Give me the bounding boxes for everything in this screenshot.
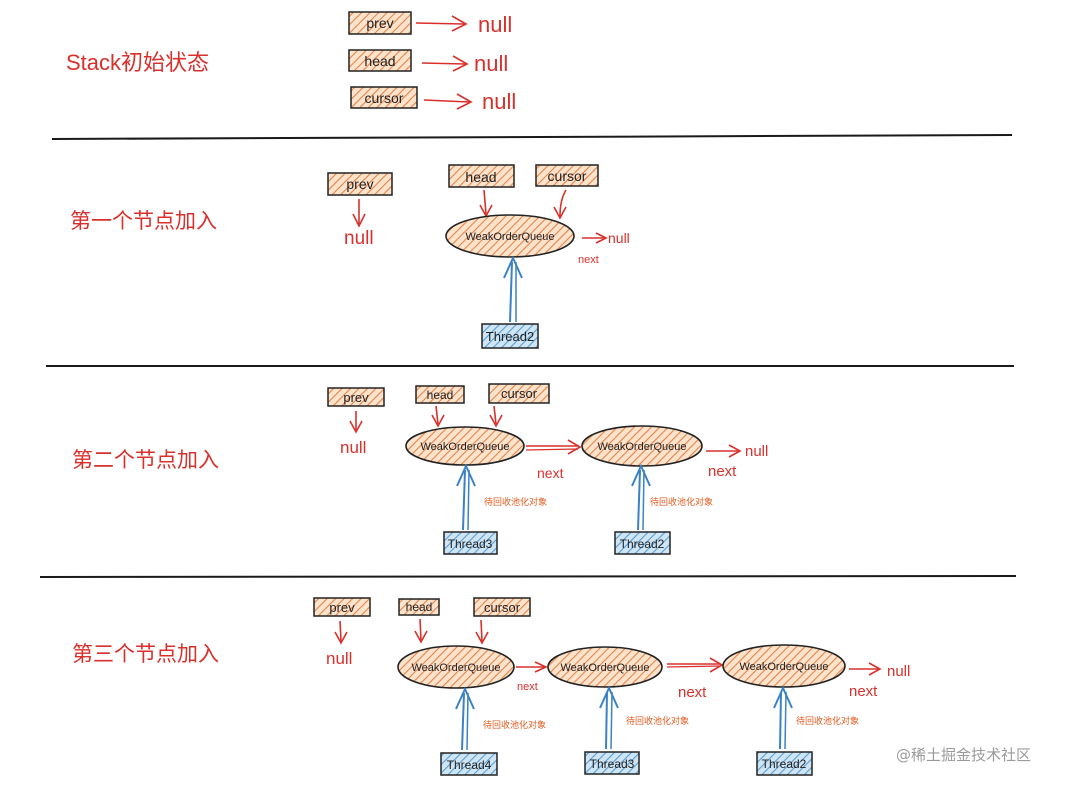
thread-box: Thread3 (584, 751, 640, 775)
pointer-cursor: cursor (488, 383, 550, 404)
pending-recycle-note: 待回收池化对象 (626, 715, 689, 727)
pending-recycle-note: 待回收池化对象 (484, 496, 547, 508)
queue-label: WeakOrderQueue (739, 661, 828, 673)
queue-label: WeakOrderQueue (411, 662, 500, 674)
null-label: null (887, 663, 910, 680)
pending-recycle-note: 待回收池化对象 (796, 715, 859, 727)
thread-box: Thread2 (756, 751, 813, 776)
null-label: null (474, 51, 508, 76)
pointer-prev: prev (313, 597, 371, 617)
thread-label: Thread2 (762, 757, 807, 771)
null-label: null (344, 228, 374, 249)
pointer-label: cursor (484, 600, 521, 615)
section-title-first-node: 第一个节点加入 (70, 210, 217, 233)
section-title-third-node: 第三个节点加入 (72, 643, 219, 666)
pointer-label: prev (346, 176, 373, 192)
queue-label: WeakOrderQueue (420, 441, 509, 453)
thread-box: Thread2 (614, 531, 671, 555)
thread-label: Thread4 (447, 758, 492, 772)
next-label: next (517, 681, 538, 693)
thread-label: Thread3 (590, 757, 635, 771)
next-label: next (678, 684, 707, 701)
pointer-cursor: cursor (473, 597, 531, 617)
pointer-label: prev (343, 390, 369, 405)
queue-label: WeakOrderQueue (597, 441, 686, 453)
null-label: null (478, 12, 512, 37)
null-label: null (608, 230, 630, 246)
pointer-prev: prev (327, 172, 393, 196)
next-label: next (708, 463, 737, 480)
pointer-cursor: cursor (535, 164, 599, 187)
section-divider (51, 134, 1013, 140)
weak-order-queue-node: WeakOrderQueue (547, 646, 663, 688)
pointer-label: head (406, 600, 433, 614)
pointer-head: head (398, 598, 440, 616)
pointer-head: head (415, 385, 465, 404)
next-label: next (849, 683, 878, 700)
weak-order-queue-node: WeakOrderQueue (581, 425, 703, 467)
null-label: null (745, 443, 768, 460)
pointer-head: head (448, 164, 515, 188)
pointer-label: head (427, 388, 454, 402)
thread-label: Thread3 (448, 537, 493, 551)
null-label: null (326, 649, 352, 668)
pointer-label: prev (366, 15, 393, 31)
next-label: next (537, 465, 564, 481)
weak-order-queue-node: WeakOrderQueue (445, 214, 575, 258)
weak-order-queue-node: WeakOrderQueue (397, 645, 515, 689)
pointer-cursor: cursor (350, 86, 418, 109)
pointer-head: head (348, 49, 412, 72)
thread-box: Thread3 (443, 531, 498, 555)
pointer-label: head (465, 169, 496, 185)
pending-recycle-note: 待回收池化对象 (650, 496, 713, 508)
null-label: null (340, 438, 366, 457)
thread-box: Thread2 (481, 323, 539, 349)
pointer-prev: prev (348, 11, 412, 35)
null-label: null (482, 89, 516, 114)
section-divider (39, 575, 1017, 578)
pointer-label: prev (329, 600, 355, 615)
section-title-initial: Stack初始状态 (66, 50, 209, 75)
pointer-label: cursor (501, 386, 538, 401)
section-title-second-node: 第二个节点加入 (72, 449, 219, 472)
watermark: @稀土掘金技术社区 (896, 746, 1031, 764)
pointer-prev: prev (327, 387, 385, 407)
thread-box: Thread4 (440, 752, 498, 776)
queue-label: WeakOrderQueue (560, 662, 649, 674)
pointer-label: head (364, 53, 395, 69)
pointer-label: cursor (365, 90, 404, 106)
weak-order-queue-node: WeakOrderQueue (722, 644, 846, 688)
weak-order-queue-node: WeakOrderQueue (405, 426, 525, 466)
pointer-label: cursor (548, 168, 587, 184)
pending-recycle-note: 待回收池化对象 (483, 719, 546, 731)
queue-label: WeakOrderQueue (465, 231, 554, 243)
next-label: next (578, 254, 599, 266)
thread-label: Thread2 (620, 537, 665, 551)
thread-label: Thread2 (486, 329, 534, 344)
